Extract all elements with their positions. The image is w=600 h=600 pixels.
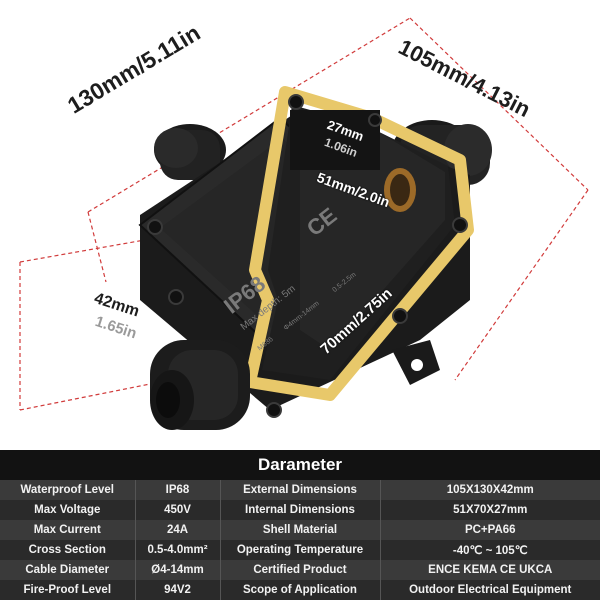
junction-box-illustration: IP68 Max depth: 5m CE M686 Φ4mm-14mm 0.5… (19, 17, 589, 430)
row-label: Internal Dimensions (219, 500, 380, 520)
cable-gland-front-left (150, 340, 250, 430)
row-value: 105X130X42mm (379, 480, 600, 500)
row-label: Shell Material (219, 520, 380, 540)
table-row: Fire-Proof Level 94V2 Scope of Applicati… (0, 580, 600, 600)
row-value: -40℃ ~ 105℃ (379, 540, 600, 560)
table-row: Cross Section 0.5-4.0mm² Operating Tempe… (0, 540, 600, 560)
row-value: ENCE KEMA CE UKCA (379, 560, 600, 580)
row-value: 0.5-4.0mm² (134, 540, 220, 560)
table-row: Max Current 24A Shell Material PC+PA66 (0, 520, 600, 540)
mounting-tab (392, 340, 440, 385)
row-value: PC+PA66 (379, 520, 600, 540)
parameter-grid: Waterproof Level IP68 External Dimension… (0, 480, 600, 600)
row-label: Cross Section (0, 540, 135, 560)
row-value: 24A (134, 520, 220, 540)
screws (147, 94, 468, 418)
row-value: Ø4-14mm (134, 560, 220, 580)
table-row: Cable Diameter Ø4-14mm Certified Product… (0, 560, 600, 580)
table-row: Waterproof Level IP68 External Dimension… (0, 480, 600, 500)
cable-gland-back-left (154, 124, 226, 180)
row-label: Certified Product (219, 560, 380, 580)
row-label: Max Current (0, 520, 135, 540)
row-value: 51X70X27mm (379, 500, 600, 520)
row-value: 450V (134, 500, 220, 520)
table-row: Max Voltage 450V Internal Dimensions 51X… (0, 500, 600, 520)
row-label: Waterproof Level (0, 480, 135, 500)
inner-cavity (244, 86, 474, 401)
row-value: Outdoor Electrical Equipment (379, 580, 600, 600)
table-title: Darameter (0, 450, 600, 480)
parameter-table: Darameter Waterproof Level IP68 External… (0, 450, 600, 600)
row-label: Cable Diameter (0, 560, 135, 580)
row-value: 94V2 (134, 580, 220, 600)
row-label: External Dimensions (219, 480, 380, 500)
row-value: IP68 (134, 480, 220, 500)
row-label: Operating Temperature (219, 540, 380, 560)
row-label: Fire-Proof Level (0, 580, 135, 600)
row-label: Max Voltage (0, 500, 135, 520)
row-label: Scope of Application (219, 580, 380, 600)
